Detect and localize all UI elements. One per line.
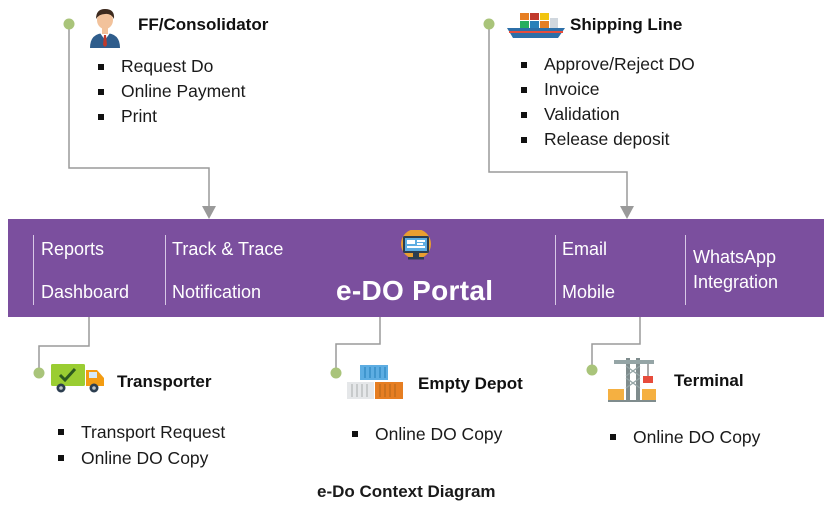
list-item: Online DO Copy: [606, 424, 760, 450]
list-item: Print: [94, 104, 246, 129]
divider: [33, 235, 34, 305]
list-item: Online Payment: [94, 79, 246, 104]
container-ship-icon: [506, 10, 566, 45]
transporter-list: Transport Request Online DO Copy: [54, 419, 225, 471]
divider: [685, 235, 686, 305]
portal-bar: Reports Dashboard Track & Trace Notifica…: [8, 219, 824, 317]
ff-connector: [68, 24, 210, 208]
port-crane-icon: [608, 356, 656, 407]
feature-dashboard: Dashboard: [41, 282, 130, 302]
shipping-arrowhead: [620, 206, 634, 219]
terminal-title: Terminal: [674, 371, 744, 390]
list-item: Validation: [517, 102, 695, 127]
list-item: Request Do: [94, 54, 246, 79]
empty-depot-title: Empty Depot: [418, 374, 523, 393]
portal-title: e-DO Portal: [336, 275, 494, 306]
terminal-node-dot: [586, 364, 598, 376]
depot-connector: [335, 317, 381, 371]
diagram-caption: e-Do Context Diagram: [317, 482, 496, 501]
feature-reports: Reports: [41, 239, 105, 259]
computer-screen-icon: [398, 229, 434, 267]
ff-consolidator-list: Request Do Online Payment Print: [94, 54, 246, 129]
feature-track-trace: Track & Trace: [172, 239, 284, 259]
list-item: Release deposit: [517, 127, 695, 152]
list-item: Online DO Copy: [54, 445, 225, 471]
businessman-icon: [88, 6, 122, 53]
ff-consolidator-title: FF/Consolidator: [138, 15, 269, 34]
delivery-truck-icon: [50, 360, 106, 401]
shipping-line-list: Approve/Reject DO Invoice Validation Rel…: [517, 52, 695, 152]
terminal-connector: [591, 317, 641, 368]
feature-mobile: Mobile: [562, 282, 616, 302]
ff-arrowhead: [202, 206, 216, 219]
shipping-node-dot: [483, 18, 495, 30]
feature-whatsapp-line1: WhatsApp: [693, 247, 777, 267]
shipping-connector: [488, 24, 628, 208]
list-item: Transport Request: [54, 419, 225, 445]
list-item: Approve/Reject DO: [517, 52, 695, 77]
list-item: Online DO Copy: [348, 421, 502, 447]
feature-whatsapp-line2: Integration: [693, 272, 779, 292]
empty-depot-list: Online DO Copy: [348, 421, 502, 447]
depot-node-dot: [330, 367, 342, 379]
ff-node-dot: [63, 18, 75, 30]
feature-email: Email: [562, 239, 608, 259]
feature-notification: Notification: [172, 282, 262, 302]
transporter-connector: [38, 317, 90, 371]
divider: [555, 235, 556, 305]
transporter-title: Transporter: [117, 372, 212, 391]
divider: [165, 235, 166, 305]
terminal-list: Online DO Copy: [606, 424, 760, 450]
list-item: Invoice: [517, 77, 695, 102]
shipping-line-title: Shipping Line: [570, 15, 683, 34]
transporter-node-dot: [33, 367, 45, 379]
shipping-containers-icon: [346, 363, 404, 406]
